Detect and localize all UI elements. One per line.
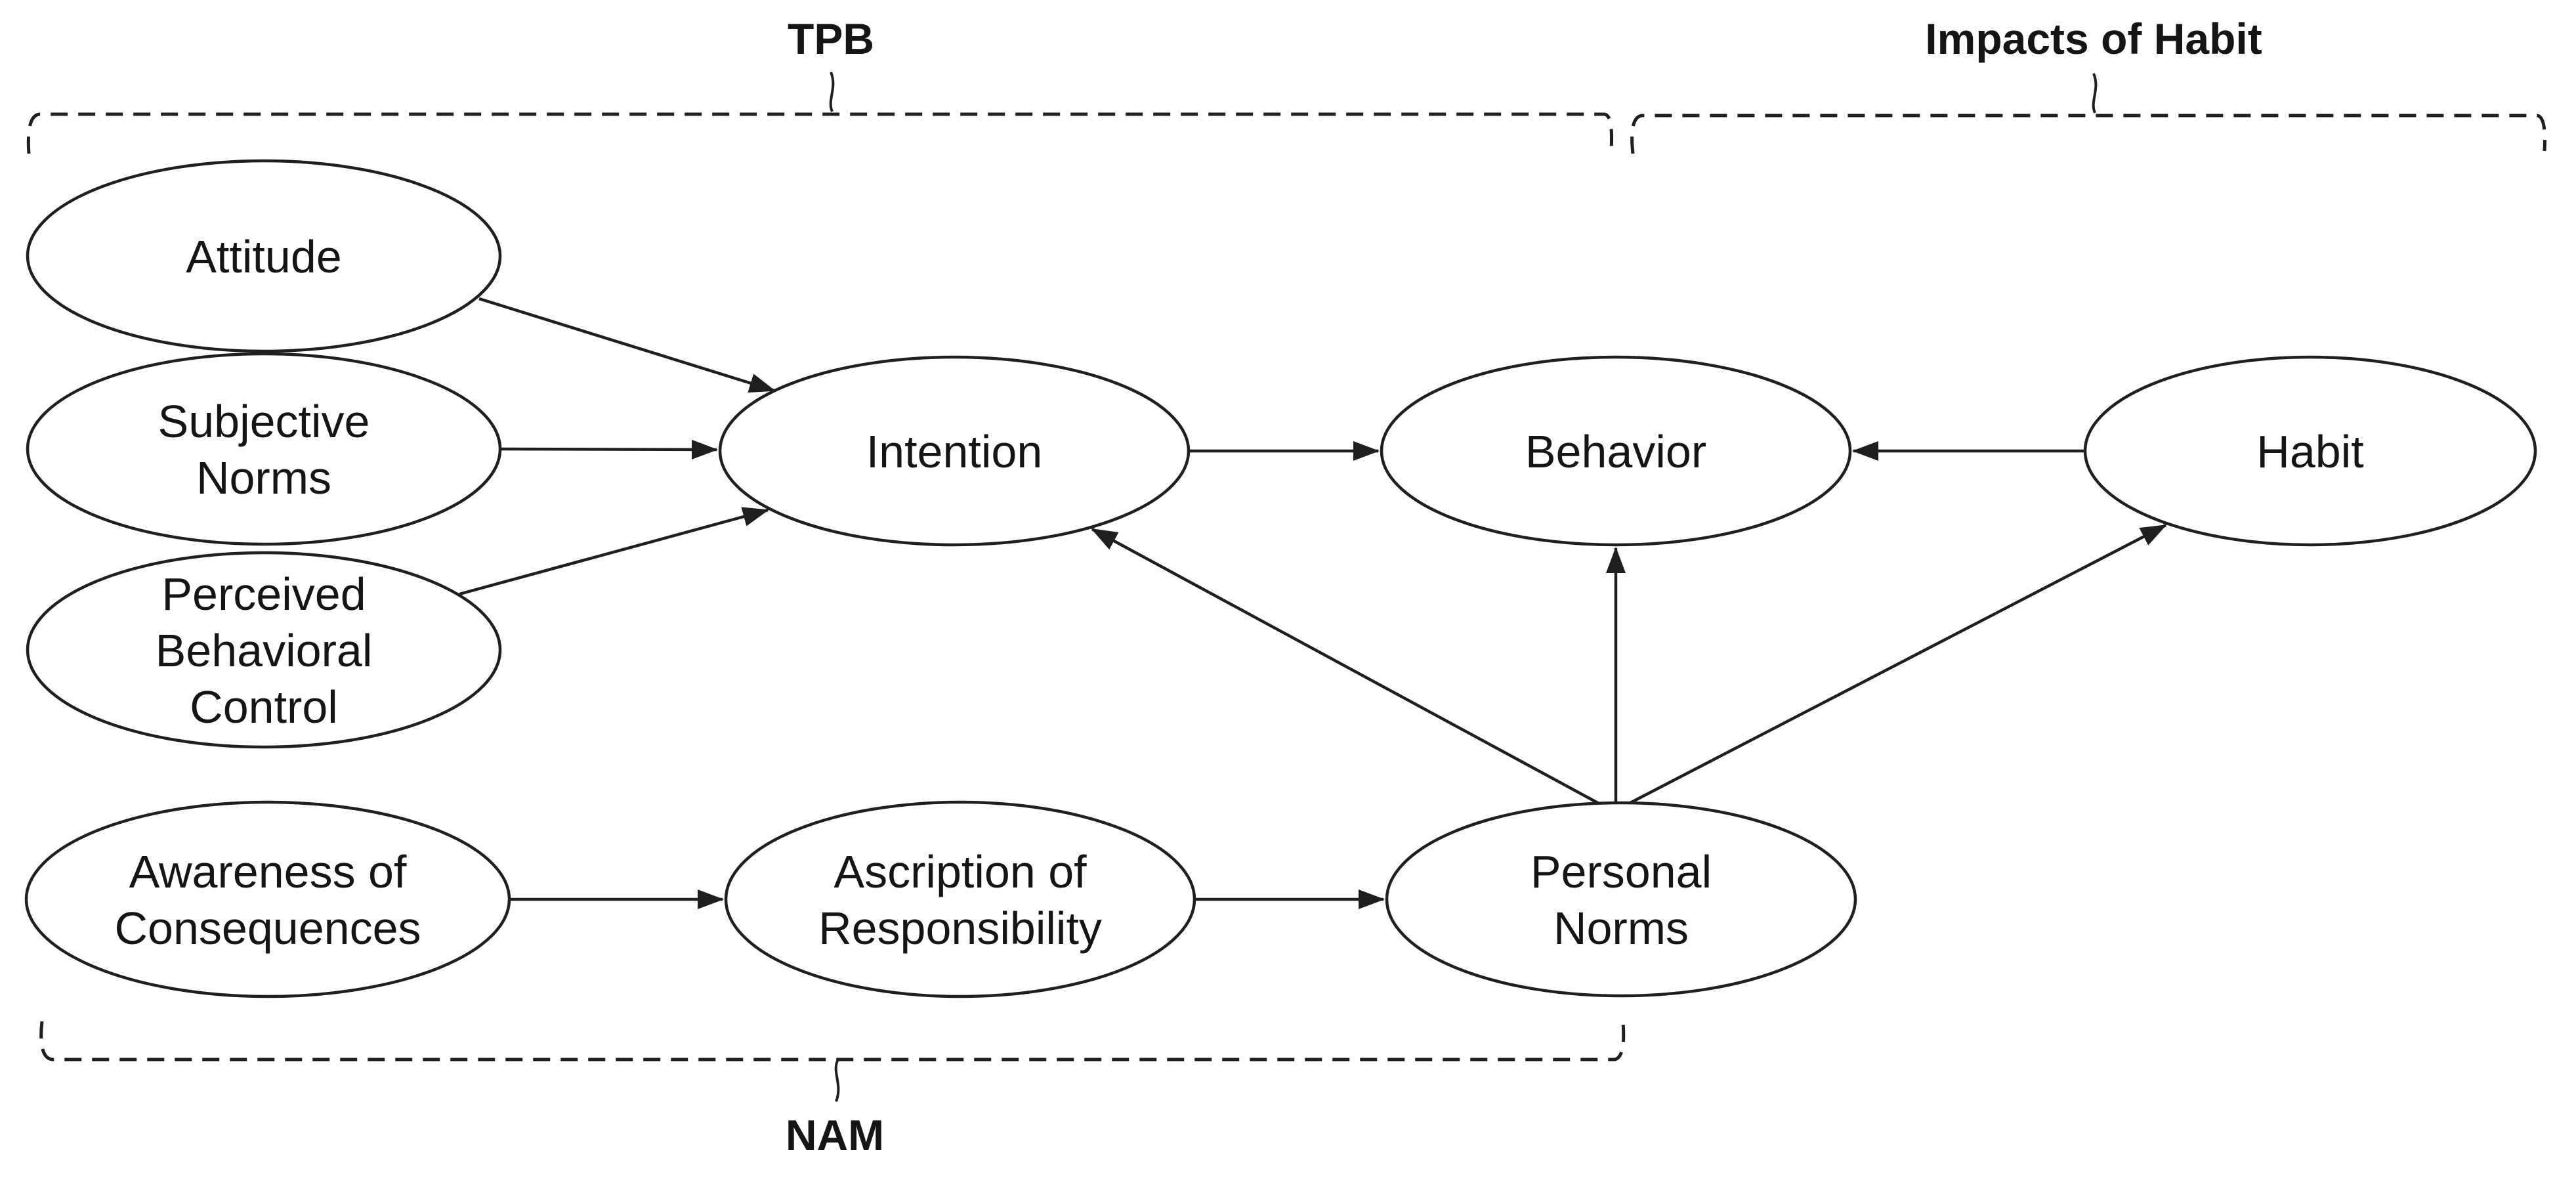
nam-group-bracket: NAM [39, 1021, 1626, 1159]
node-personal-norms-label-line1: Personal [1531, 846, 1712, 897]
impacts-of-habit-bracket-line [1630, 114, 2546, 154]
node-awareness-of-consequences-label-line1: Awareness of [129, 846, 407, 897]
node-behavior: Behavior [1380, 355, 1852, 547]
node-perceived-behavioral-control-ellipse [26, 551, 502, 749]
node-habit-ellipse [2083, 355, 2537, 547]
node-intention-ellipse [718, 355, 1191, 547]
node-subjective-norms: Subjective Norms [26, 352, 502, 546]
nam-bracket-pointer [834, 1060, 840, 1102]
edge-personal-norms-to-habit [1628, 524, 2167, 805]
tpb-bracket-pointer [829, 72, 835, 112]
node-behavior-label: Behavior [1525, 426, 1706, 477]
node-ascription-of-responsibility-label-line2: Responsibility [818, 903, 1102, 954]
node-intention: Intention [718, 355, 1191, 547]
node-personal-norms-label-line2: Norms [1553, 903, 1689, 954]
tpb-group-label: TPB [788, 14, 874, 63]
node-perceived-behavioral-control: Perceived Behavioral Control [26, 551, 502, 749]
node-ascription-of-responsibility-label-line1: Ascription of [834, 846, 1087, 897]
node-habit-label: Habit [2256, 426, 2363, 477]
node-habit: Habit [2083, 355, 2537, 547]
nam-group-label: NAM [786, 1111, 884, 1159]
node-attitude-label: Attitude [186, 231, 341, 282]
node-attitude: Attitude [26, 159, 502, 353]
node-perceived-behavioral-control-label-line3: Control [190, 681, 338, 733]
node-subjective-norms-label-line2: Norms [196, 452, 331, 503]
impacts-of-habit-group-label: Impacts of Habit [1925, 14, 2262, 63]
tpb-group-bracket: TPB [26, 14, 1613, 154]
node-ascription-of-responsibility-ellipse [724, 800, 1196, 998]
edge-perceived-behavioral-control-to-intention [459, 507, 769, 596]
edge-subjective-norms-to-intention [499, 439, 718, 460]
node-awareness-of-consequences: Awareness of Consequences [24, 800, 511, 998]
node-intention-label: Intention [866, 426, 1043, 477]
edge-attitude-to-intention [478, 297, 776, 393]
node-subjective-norms-label-line1: Subjective [158, 396, 370, 447]
node-awareness-of-consequences-label-line2: Consequences [115, 903, 421, 954]
node-behavior-ellipse [1380, 355, 1852, 547]
node-personal-norms: Personal Norms [1385, 801, 1857, 998]
impacts-of-habit-group-bracket: Impacts of Habit [1630, 14, 2546, 154]
node-personal-norms-ellipse [1385, 801, 1857, 998]
node-awareness-of-consequences-ellipse [24, 800, 511, 998]
tpb-bracket-line [26, 112, 1613, 154]
edge-personal-norms-to-intention [1091, 528, 1603, 806]
node-ascription-of-responsibility: Ascription of Responsibility [724, 800, 1196, 998]
nam-bracket-line [39, 1021, 1626, 1061]
node-subjective-norms-ellipse [26, 352, 502, 546]
node-perceived-behavioral-control-label-line2: Behavioral [156, 625, 373, 676]
node-perceived-behavioral-control-label-line1: Perceived [161, 568, 366, 620]
node-attitude-ellipse [26, 159, 502, 353]
impacts-of-habit-bracket-pointer [2092, 73, 2098, 114]
